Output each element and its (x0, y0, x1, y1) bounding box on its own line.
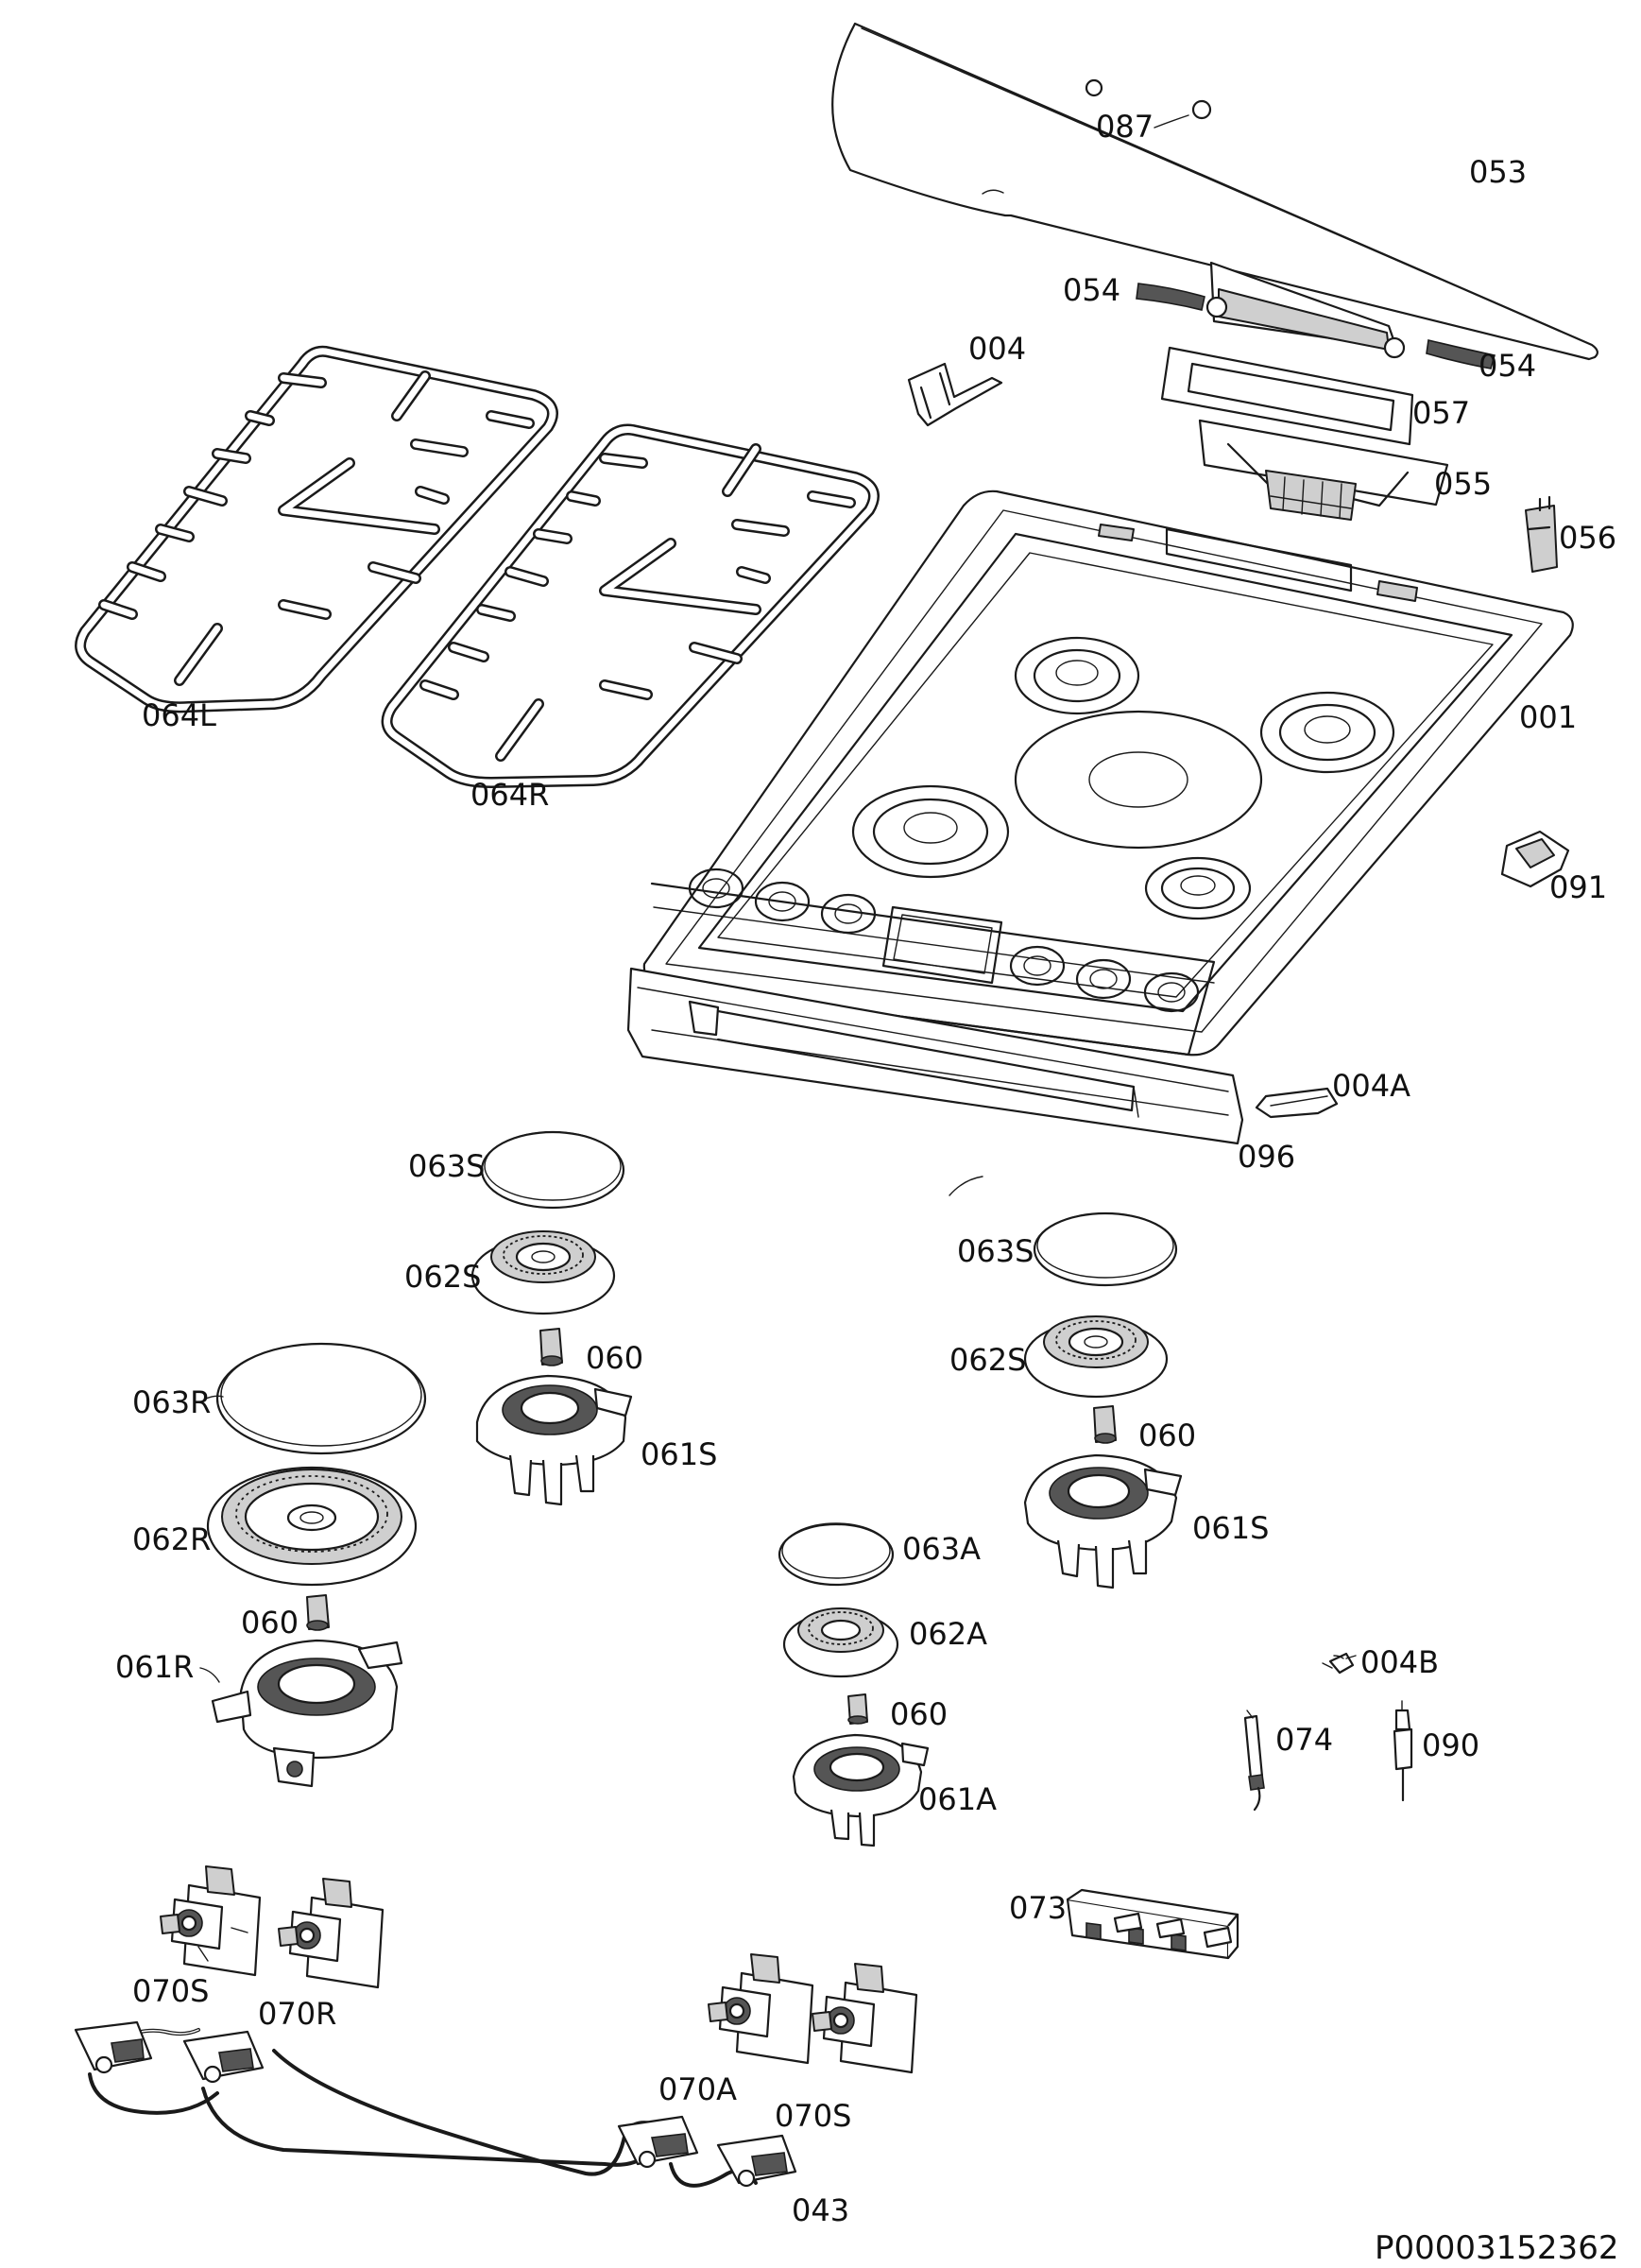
label-060-a: 060 (586, 1340, 643, 1376)
label-001: 001 (1519, 699, 1577, 735)
burner-well-front-left (851, 784, 1010, 879)
label-004A: 004A (1332, 1068, 1410, 1104)
burner-cup-061R (211, 1639, 403, 1788)
label-004B: 004B (1360, 1644, 1439, 1680)
injector-060-c (1093, 1405, 1117, 1444)
burner-cap-063A (778, 1522, 895, 1587)
label-063S-right: 063S (957, 1233, 1034, 1269)
leader-lines (199, 114, 1344, 1683)
diagram-code: P00003152362 (1375, 2229, 1618, 2267)
label-060-b: 060 (241, 1605, 299, 1641)
label-062S-left: 062S (404, 1259, 481, 1295)
label-070R: 070R (258, 1996, 336, 2032)
clip-004 (907, 362, 1003, 427)
label-070S-a: 070S (132, 1973, 209, 2009)
label-091: 091 (1549, 869, 1607, 905)
burner-crown-062A (782, 1607, 899, 1678)
glass-lid (831, 22, 1598, 361)
wiring-harness-043 (74, 2020, 797, 2188)
burner-crown-062S-right (1023, 1315, 1169, 1399)
burner-cup-061A (792, 1733, 930, 1847)
label-064R: 064R (470, 777, 549, 813)
gas-tap-070S-b (812, 1963, 918, 2074)
label-043: 043 (792, 2192, 849, 2228)
label-062A: 062A (909, 1616, 987, 1652)
label-090: 090 (1422, 1727, 1479, 1763)
clip-091 (1500, 830, 1570, 888)
part-labels: 087 053 054 054 004 057 055 056 064L 064… (115, 109, 1618, 2267)
label-063A: 063A (902, 1531, 981, 1567)
injector-060-b (306, 1594, 330, 1631)
label-060-c: 060 (1138, 1418, 1196, 1453)
label-063R: 063R (132, 1384, 211, 1420)
label-087: 087 (1096, 109, 1154, 145)
injector-060-a (539, 1328, 563, 1366)
hob-top-panel (642, 490, 1574, 1057)
burner-crown-062S-left (470, 1230, 616, 1315)
label-074: 074 (1275, 1722, 1333, 1758)
label-073: 073 (1009, 1890, 1067, 1926)
label-054-right: 054 (1479, 348, 1536, 384)
label-057: 057 (1412, 395, 1470, 431)
label-055: 055 (1434, 466, 1492, 502)
label-070A: 070A (658, 2071, 737, 2107)
burner-cup-061S-left (475, 1374, 633, 1506)
label-062S-right: 062S (949, 1342, 1026, 1378)
thermocouple-090 (1393, 1700, 1413, 1802)
burner-well-front-right (1144, 856, 1252, 920)
burner-cap-063R (215, 1342, 427, 1455)
lid-bracket (1198, 419, 1449, 521)
clip-004A (1255, 1087, 1339, 1119)
burner-well-rear-right (1259, 691, 1395, 774)
hinge-assembly (1136, 261, 1496, 369)
label-054-left: 054 (1063, 272, 1120, 308)
label-060-d: 060 (890, 1696, 948, 1732)
ignition-electrode-074 (1243, 1710, 1265, 1812)
pan-support-left (75, 345, 558, 713)
burner-crown-062R (206, 1466, 418, 1587)
label-061R: 061R (115, 1649, 194, 1685)
label-070S-b: 070S (775, 2098, 851, 2134)
pan-support-right (381, 423, 880, 788)
label-061S-left: 061S (641, 1436, 717, 1472)
switch-056 (1525, 495, 1558, 573)
label-061A: 061A (918, 1781, 997, 1817)
front-trim (626, 967, 1244, 1145)
hotplate-centre (1014, 710, 1263, 850)
label-064L: 064L (142, 697, 216, 733)
label-004: 004 (968, 331, 1026, 367)
label-061S-right: 061S (1192, 1510, 1269, 1546)
burner-cap-063S-left (480, 1130, 625, 1210)
injector-060-d (847, 1693, 868, 1725)
label-062R: 062R (132, 1521, 211, 1557)
spark-generator-073 (1066, 1888, 1239, 1960)
hinge-frame (1160, 346, 1414, 446)
gas-tap-070R (278, 1878, 385, 1989)
gas-tap-070S-a (160, 1865, 262, 1977)
control-knob-row (688, 868, 1200, 1013)
burner-cap-063S-right (1033, 1211, 1178, 1287)
label-063S-left: 063S (408, 1148, 485, 1184)
label-096: 096 (1238, 1139, 1295, 1175)
label-056: 056 (1559, 520, 1616, 556)
burner-cup-061S-right (1023, 1453, 1183, 1589)
burner-well-rear-left (1014, 636, 1140, 715)
gas-tap-070A (708, 1953, 814, 2065)
label-053: 053 (1469, 154, 1527, 190)
